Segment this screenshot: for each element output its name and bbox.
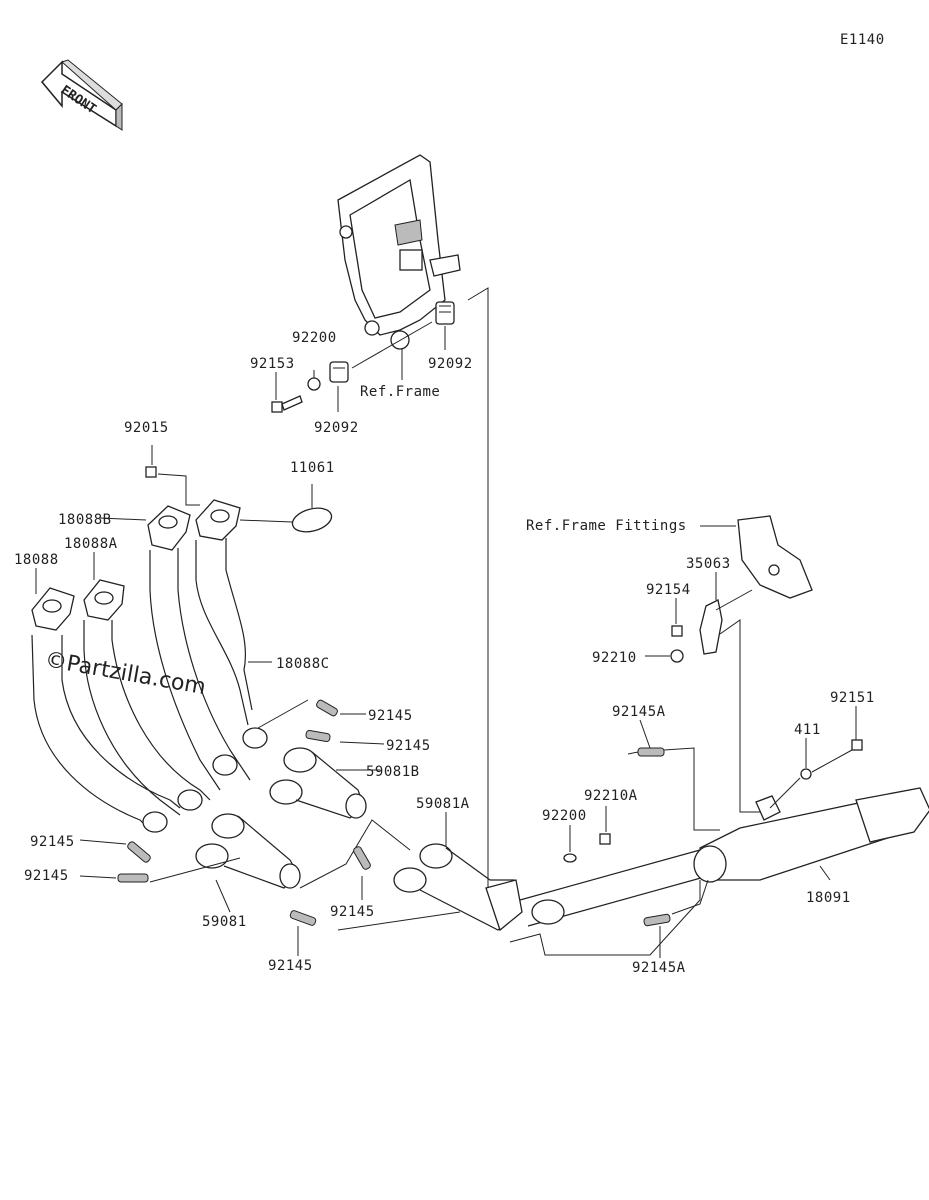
frame-fittings bbox=[737, 515, 813, 599]
label-92145A-top: 92145A bbox=[612, 704, 666, 720]
collar-92092-lower bbox=[329, 361, 349, 383]
spring-92145-bottom bbox=[289, 910, 317, 956]
label-92092-lower: 92092 bbox=[314, 420, 359, 436]
washer-92200 bbox=[307, 377, 321, 391]
label-92151: 92151 bbox=[830, 690, 875, 706]
frame-bracket bbox=[337, 154, 461, 350]
label-92145-r1: 92145 bbox=[368, 708, 413, 724]
label-92210A: 92210A bbox=[584, 788, 638, 804]
label-92015: 92015 bbox=[124, 420, 169, 436]
label-411: 411 bbox=[794, 722, 821, 738]
collar-92092-right bbox=[435, 301, 455, 325]
label-92145A-bottom: 92145A bbox=[632, 960, 686, 976]
spring-92145A-bottom bbox=[643, 879, 709, 958]
label-92200-mid: 92200 bbox=[542, 808, 587, 824]
bolt-92154 bbox=[671, 625, 683, 637]
nut-92210 bbox=[670, 649, 684, 663]
collector-59081 bbox=[195, 813, 301, 889]
bolt-92153 bbox=[271, 395, 303, 413]
nut-92210A bbox=[599, 833, 611, 845]
spring-92145A-top bbox=[627, 719, 720, 831]
washer-92200-mid bbox=[563, 853, 577, 863]
spring-92145-left bbox=[79, 839, 241, 883]
label-11061: 11061 bbox=[290, 460, 335, 476]
collector-59081A bbox=[393, 843, 523, 932]
label-18088B: 18088B bbox=[58, 512, 112, 528]
label-92092-right: 92092 bbox=[428, 356, 473, 372]
label-92210: 92210 bbox=[592, 650, 637, 666]
bracket-35063 bbox=[699, 599, 723, 655]
header-pipe-18088B bbox=[147, 505, 251, 791]
label-ref-frame-fittings: Ref.Frame Fittings bbox=[526, 518, 687, 534]
label-18088A: 18088A bbox=[64, 536, 118, 552]
label-92145-r2: 92145 bbox=[386, 738, 431, 754]
label-18088: 18088 bbox=[14, 552, 59, 568]
label-92145-c2: 92145 bbox=[268, 958, 313, 974]
label-92200-top: 92200 bbox=[292, 330, 337, 346]
nut-92015 bbox=[145, 466, 157, 478]
header-pipe-18088C bbox=[195, 499, 253, 726]
label-59081B: 59081B bbox=[366, 764, 420, 780]
bolt-92151 bbox=[851, 739, 863, 751]
label-ref-frame: Ref.Frame bbox=[360, 384, 440, 400]
label-18091: 18091 bbox=[806, 890, 851, 906]
gasket-11061 bbox=[291, 507, 333, 533]
label-59081A: 59081A bbox=[416, 796, 470, 812]
diagram-code: E1140 bbox=[840, 32, 885, 48]
label-92145-l1: 92145 bbox=[30, 834, 75, 850]
label-35063: 35063 bbox=[686, 556, 731, 572]
washer-411 bbox=[800, 768, 812, 780]
label-59081: 59081 bbox=[202, 914, 247, 930]
label-92154: 92154 bbox=[646, 582, 691, 598]
label-92145-c1: 92145 bbox=[330, 904, 375, 920]
header-pipe-18088 bbox=[31, 587, 181, 831]
collector-59081B bbox=[269, 747, 367, 819]
label-92153: 92153 bbox=[250, 356, 295, 372]
label-18088C: 18088C bbox=[276, 656, 330, 672]
label-92145-l2: 92145 bbox=[24, 868, 69, 884]
spring-92145-center bbox=[353, 846, 371, 900]
muffler-18091 bbox=[693, 787, 929, 883]
front-arrow-icon: FRONT bbox=[40, 59, 123, 131]
